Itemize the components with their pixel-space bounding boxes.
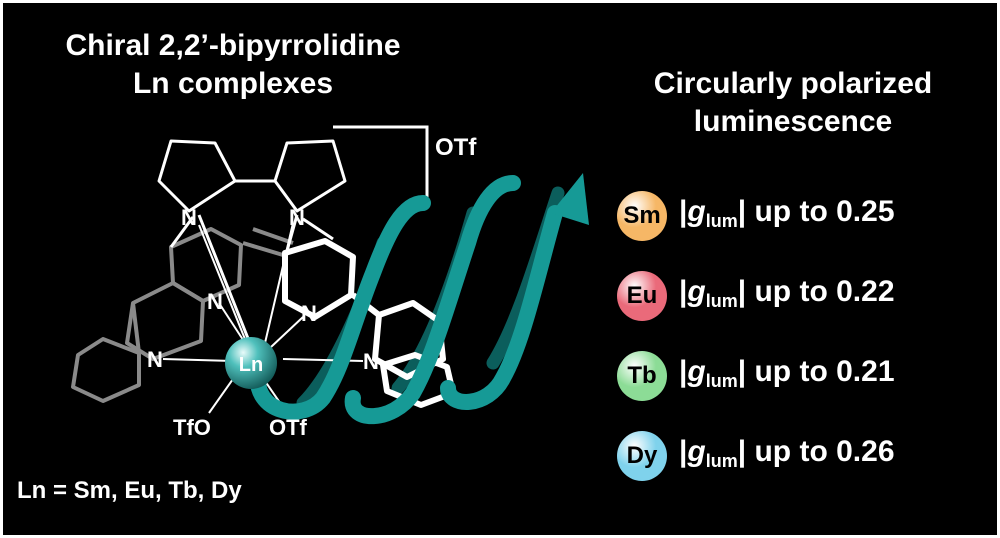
left-title-line2: Ln complexes bbox=[132, 67, 334, 100]
metal-label: Ln bbox=[239, 354, 263, 376]
left-title-line1: Chiral 2,2’-bipyrrolidine bbox=[65, 29, 401, 62]
glum-value: |glum| up to 0.21 bbox=[679, 355, 895, 391]
n-atom-label: N bbox=[181, 205, 197, 230]
counterion-otf-label: OTf bbox=[435, 134, 477, 161]
glum-value: |glum| up to 0.22 bbox=[679, 275, 895, 311]
element-badge: Tb bbox=[617, 351, 667, 401]
n-atom-label: N bbox=[301, 301, 317, 326]
helix-front bbox=[249, 175, 563, 425]
metal-sphere bbox=[225, 337, 277, 389]
right-title-line2: luminescence bbox=[693, 105, 893, 138]
molecule-diagram: Ln N N N N N N OTf TfO OTf bbox=[71, 125, 589, 440]
ln-definition: Ln = Sm, Eu, Tb, Dy bbox=[17, 477, 242, 504]
right-title-line1: Circularly polarized bbox=[653, 67, 933, 100]
helix-arrowhead bbox=[551, 173, 589, 225]
left-title: Chiral 2,2’-bipyrrolidine Ln complexes bbox=[43, 27, 423, 103]
glum-value: |glum| up to 0.25 bbox=[679, 195, 895, 231]
n-atom-label: N bbox=[363, 349, 379, 374]
ligand-back-gray bbox=[71, 227, 294, 403]
n-atom-label: N bbox=[207, 289, 223, 314]
element-badge: Dy bbox=[617, 431, 667, 481]
glum-value: |glum| up to 0.26 bbox=[679, 435, 895, 471]
n-atom-label: N bbox=[147, 347, 163, 372]
otf-label: OTf bbox=[269, 415, 308, 440]
right-title: Circularly polarized luminescence bbox=[603, 65, 983, 141]
charge-bracket bbox=[333, 125, 429, 203]
n-atom-label: N bbox=[289, 205, 305, 230]
bipyrrolidine-core bbox=[157, 139, 347, 352]
coordination-bonds bbox=[162, 222, 364, 414]
graphic-frame: Chiral 2,2’-bipyrrolidine Ln complexes C… bbox=[3, 3, 997, 535]
tfo-label: TfO bbox=[173, 415, 211, 440]
element-badge: Sm bbox=[617, 191, 667, 241]
element-badge: Eu bbox=[617, 271, 667, 321]
ligand-front-white bbox=[282, 238, 456, 408]
